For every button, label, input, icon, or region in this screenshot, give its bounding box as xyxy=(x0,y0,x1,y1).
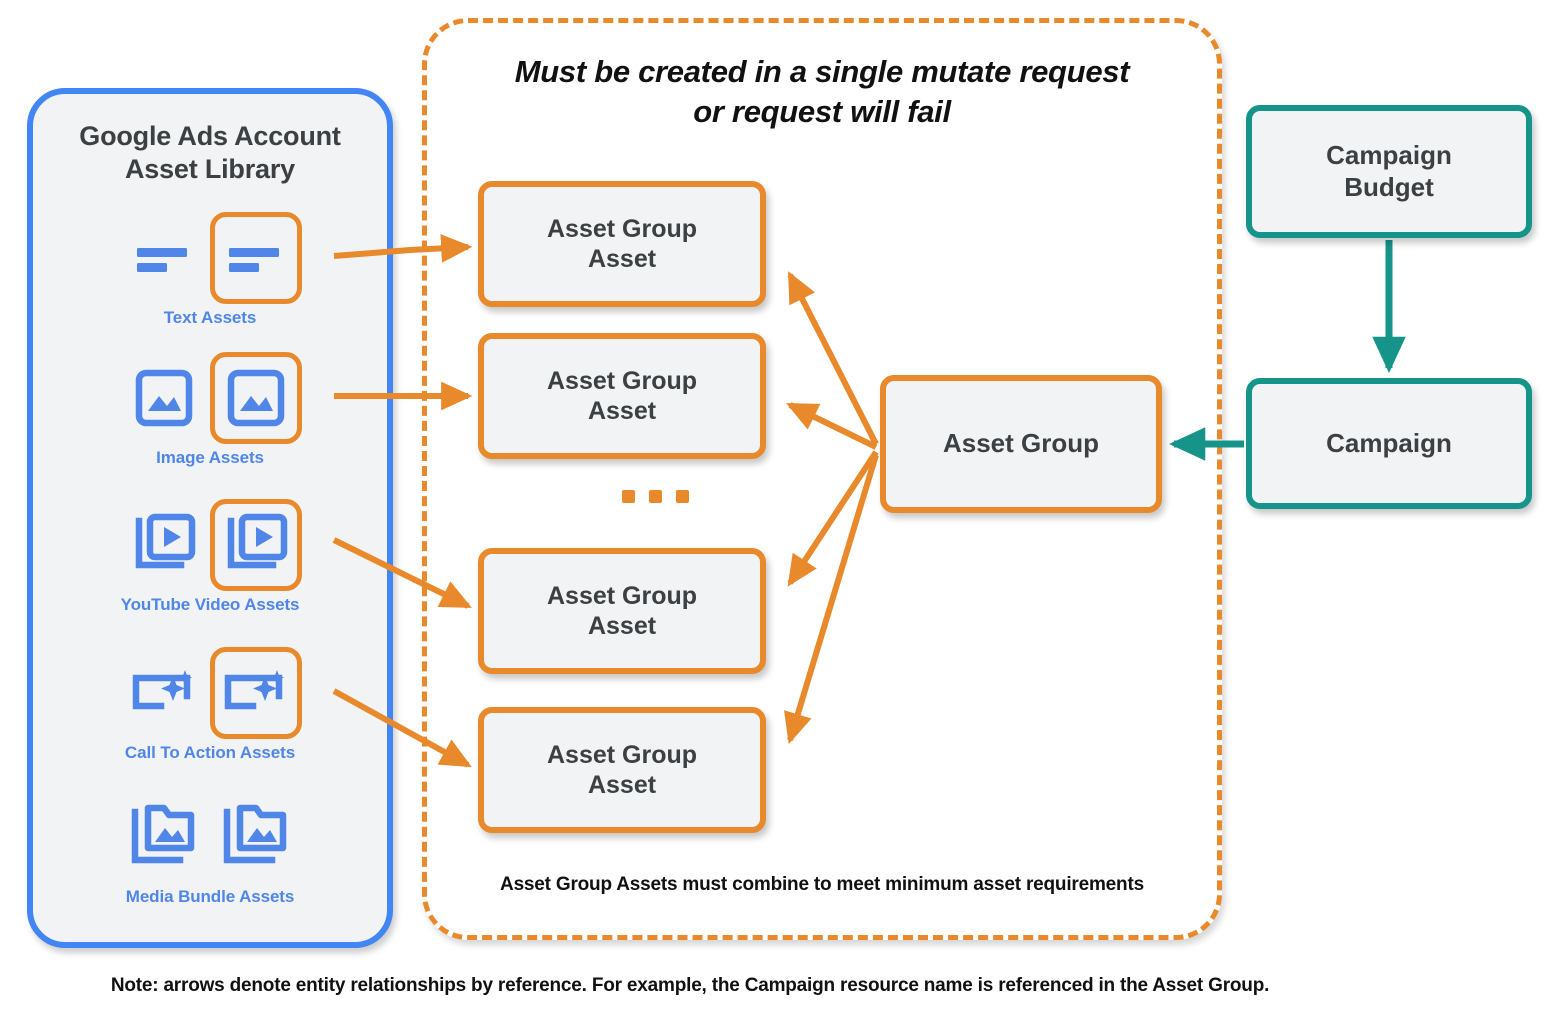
asset-library-title: Google Ads Account Asset Library xyxy=(33,120,387,186)
aga-label-line2: Asset xyxy=(587,771,657,799)
campaign-label: Campaign xyxy=(1326,427,1452,458)
call-to-action-icon xyxy=(118,647,210,739)
asset-row-video: YouTube Video Assets xyxy=(33,499,387,615)
ellipsis-dot xyxy=(622,490,635,503)
asset-library-panel: Google Ads Account Asset Library xyxy=(27,88,393,948)
call-to-action-icon-selected[interactable] xyxy=(210,647,302,739)
media-bundle-icon xyxy=(118,791,210,883)
aga-label-line1: Asset Group xyxy=(546,581,698,610)
campaign-budget-label-line1: Campaign xyxy=(1326,139,1452,170)
mutate-note-line2: or request will fail xyxy=(693,94,951,130)
aga-label-line1: Asset Group xyxy=(546,366,698,395)
ellipsis-dot xyxy=(676,490,689,503)
aga-label-line2: Asset xyxy=(587,245,657,273)
asset-group-asset-node[interactable]: Asset Group Asset xyxy=(478,333,766,459)
asset-group-asset-node[interactable]: Asset Group Asset xyxy=(478,548,766,674)
image-icon-selected[interactable] xyxy=(210,352,302,444)
aga-label-line1: Asset Group xyxy=(546,740,698,769)
asset-label-image: Image Assets xyxy=(156,448,264,467)
asset-group-asset-node[interactable]: Asset Group Asset xyxy=(478,707,766,833)
asset-row-cta: Call To Action Assets xyxy=(33,647,387,763)
asset-library-title-line2: Asset Library xyxy=(125,153,295,184)
asset-group-label: Asset Group xyxy=(942,428,1100,459)
asset-row-image: Image Assets xyxy=(33,352,387,468)
video-stack-icon xyxy=(118,499,210,591)
video-stack-icon-selected[interactable] xyxy=(210,499,302,591)
aga-label-line1: Asset Group xyxy=(546,214,698,243)
text-lines-icon xyxy=(118,212,210,304)
asset-label-video: YouTube Video Assets xyxy=(120,595,300,614)
campaign-budget-node[interactable]: Campaign Budget xyxy=(1246,105,1532,238)
asset-label-text: Text Assets xyxy=(163,308,257,327)
asset-row-media-bundle: Media Bundle Assets xyxy=(33,791,387,907)
mutate-note-line1: Must be created in a single mutate reque… xyxy=(514,54,1130,89)
asset-library-title-line1: Google Ads Account xyxy=(79,121,341,151)
asset-label-media-bundle: Media Bundle Assets xyxy=(125,887,295,906)
mutate-requirement-note: Must be created in a single mutate reque… xyxy=(422,52,1222,133)
aga-label-line2: Asset xyxy=(587,397,657,425)
asset-requirement-note: Asset Group Assets must combine to meet … xyxy=(500,874,1144,895)
aga-label-line2: Asset xyxy=(587,612,657,640)
asset-row-text: Text Assets xyxy=(33,212,387,328)
ellipsis-dot xyxy=(649,490,662,503)
asset-label-cta: Call To Action Assets xyxy=(124,743,296,762)
ellipsis-indicator xyxy=(622,490,689,503)
image-icon xyxy=(118,352,210,444)
text-lines-icon-selected[interactable] xyxy=(210,212,302,304)
asset-group-node[interactable]: Asset Group xyxy=(880,375,1162,513)
campaign-budget-label-line2: Budget xyxy=(1344,171,1434,202)
asset-group-asset-node[interactable]: Asset Group Asset xyxy=(478,181,766,307)
media-bundle-icon-secondary xyxy=(210,791,302,883)
diagram-footnote: Note: arrows denote entity relationships… xyxy=(110,975,1270,996)
campaign-node[interactable]: Campaign xyxy=(1246,378,1532,509)
